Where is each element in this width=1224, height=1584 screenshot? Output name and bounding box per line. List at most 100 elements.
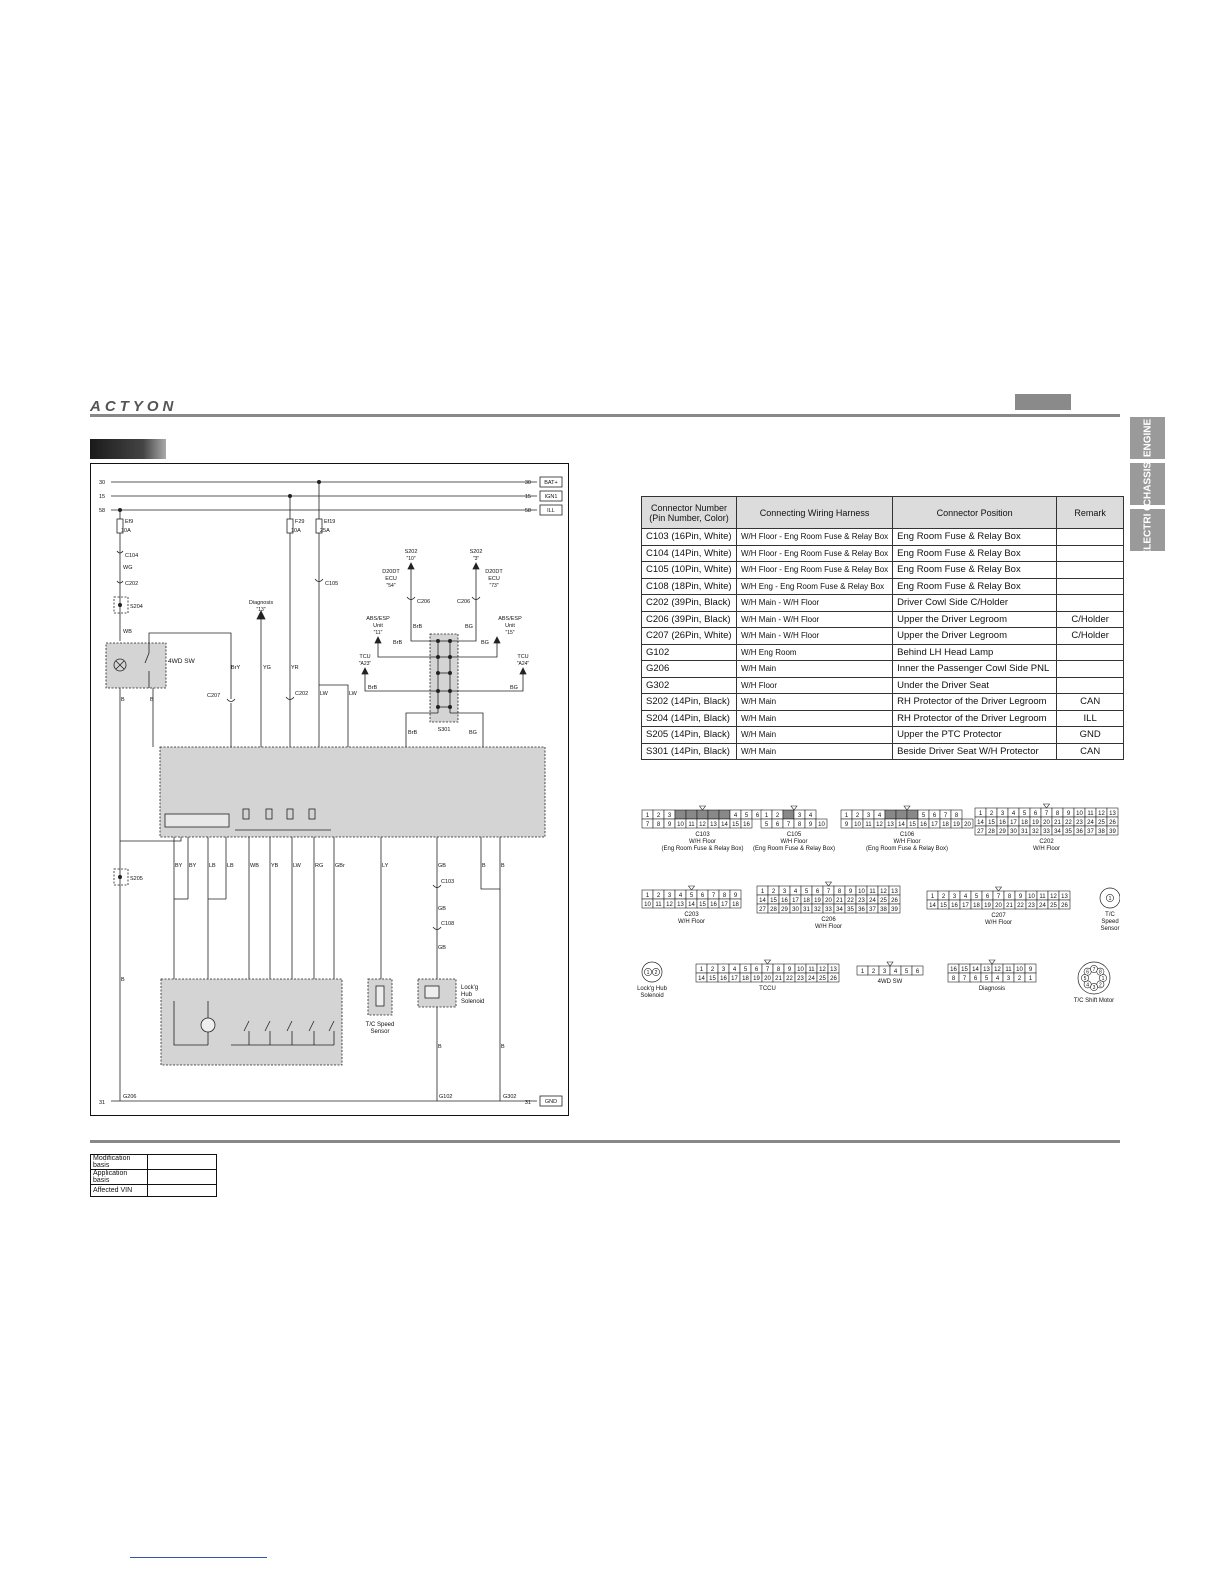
remark — [1056, 643, 1125, 661]
module-label: "15" — [505, 630, 514, 636]
col-connector-number: Connector Number (Pin Number, Color) — [641, 496, 737, 529]
pin-number: 32 — [1032, 829, 1039, 835]
tab-electric[interactable]: ELECTRI C — [1130, 504, 1165, 556]
pin-number: 5 — [922, 813, 926, 819]
pin-number: 17 — [962, 903, 969, 909]
connector-id: S204 (14Pin, Black) — [641, 709, 737, 727]
pin-number: 7 — [1093, 967, 1096, 973]
pin-number: 23 — [1076, 820, 1083, 826]
position: Driver Cowl Side C/Holder — [892, 594, 1058, 612]
pin-number: 4 — [734, 813, 738, 819]
pin-number: 16 — [710, 902, 717, 908]
pin-number: 28 — [770, 907, 777, 913]
pin-number: 20 — [825, 898, 832, 904]
connector-id: C108 (18Pin, White) — [641, 577, 737, 595]
pin-number: 6 — [916, 969, 920, 975]
pin-number: 4 — [1012, 811, 1016, 817]
rail-number: 58 — [525, 508, 531, 514]
wire-color: BY — [175, 863, 183, 869]
rail-tag — [539, 504, 563, 516]
pin-number: 2 — [856, 813, 860, 819]
connector-id: C207 (26Pin, White) — [641, 627, 737, 645]
pin-number: 5 — [765, 822, 769, 828]
motor-icon — [200, 1017, 216, 1033]
connector-label: C104 — [125, 553, 138, 559]
pin-number: 17 — [1010, 820, 1017, 826]
switch-contact — [328, 1020, 335, 1032]
module-label: S202 — [470, 549, 483, 555]
pin-number: 26 — [1061, 903, 1068, 909]
module-label: "54" — [386, 583, 395, 589]
fuse-rating: 10A — [291, 528, 301, 534]
resistor-symbol — [286, 808, 294, 820]
pin-number: 18 — [742, 976, 749, 982]
splice-box — [113, 596, 129, 614]
position: RH Protector of the Driver Legroom — [892, 693, 1058, 711]
pin-number: 6 — [755, 967, 759, 973]
connector-caption: C206 — [821, 917, 836, 923]
pin-number: 11 — [688, 822, 695, 828]
harness: W/H Floor — [735, 676, 894, 694]
pin-number: 20 — [995, 903, 1002, 909]
pin-number: 10 — [677, 822, 684, 828]
pin-number: 9 — [1067, 811, 1071, 817]
diagnosis-label: Diagnosis — [249, 600, 273, 606]
pin-number: 39 — [891, 907, 898, 913]
connector-pin — [911, 965, 924, 976]
connector-pin — [674, 809, 687, 820]
pin-number: 25 — [880, 898, 887, 904]
harness: W/H Main — [735, 742, 894, 760]
connector-caption: T/C — [1105, 912, 1115, 918]
pin-number: 15 — [940, 903, 947, 909]
switch-contact — [144, 652, 150, 664]
pin-number: 22 — [1017, 903, 1024, 909]
remark — [1056, 676, 1125, 694]
wire-color: B — [501, 1044, 505, 1050]
wire-color: B — [150, 697, 154, 703]
connector-caption: (Eng Room Fuse & Relay Box) — [661, 846, 743, 852]
wire — [319, 684, 349, 747]
remark: ILL — [1056, 709, 1125, 727]
pin-number: 6 — [986, 894, 990, 900]
connector-caption: Solenoid — [640, 993, 663, 999]
rail-tag-label: GND — [545, 1099, 557, 1105]
remark — [1056, 660, 1125, 678]
connector-id: C103 (16Pin, White) — [641, 528, 737, 546]
connector-pin — [685, 809, 698, 820]
remark — [1056, 594, 1125, 612]
pin-number: 31 — [1021, 829, 1028, 835]
tab-chassis[interactable]: CHASSIS — [1130, 462, 1165, 506]
module-label: D20DT — [382, 569, 400, 575]
pin-number: 11 — [1005, 967, 1012, 973]
connector-caption: Diagnosis — [979, 986, 1005, 992]
pin-number: 15 — [732, 822, 739, 828]
pin-number: 18 — [1021, 820, 1028, 826]
pin-number: 17 — [792, 898, 799, 904]
round-connector — [641, 961, 663, 983]
pin-number: 4 — [996, 976, 1000, 982]
pin-number: 26 — [891, 898, 898, 904]
pin-number: 9 — [845, 822, 849, 828]
connector-label: C103 — [441, 879, 454, 885]
position: Eng Room Fuse & Relay Box — [892, 561, 1058, 579]
tab-engine[interactable]: ENGINE — [1130, 417, 1165, 459]
rail-number: 58 — [99, 508, 105, 514]
pin-number: 5 — [1084, 976, 1087, 982]
pin-number: 1 — [931, 894, 935, 900]
pin-number: 6 — [974, 976, 978, 982]
connector-caption: W/H Floor — [1033, 846, 1060, 852]
ground-label: G206 — [123, 1094, 136, 1100]
connector-pin — [1106, 825, 1119, 836]
pin-number: 9 — [788, 967, 792, 973]
key-icon — [903, 805, 911, 811]
remark — [1056, 577, 1125, 595]
wire — [480, 837, 500, 890]
module-label: "A23" — [359, 661, 372, 667]
rail-tag-label: BAT+ — [544, 480, 558, 486]
fuse-label: F29 — [295, 519, 304, 525]
wire-color: WG — [123, 565, 132, 571]
